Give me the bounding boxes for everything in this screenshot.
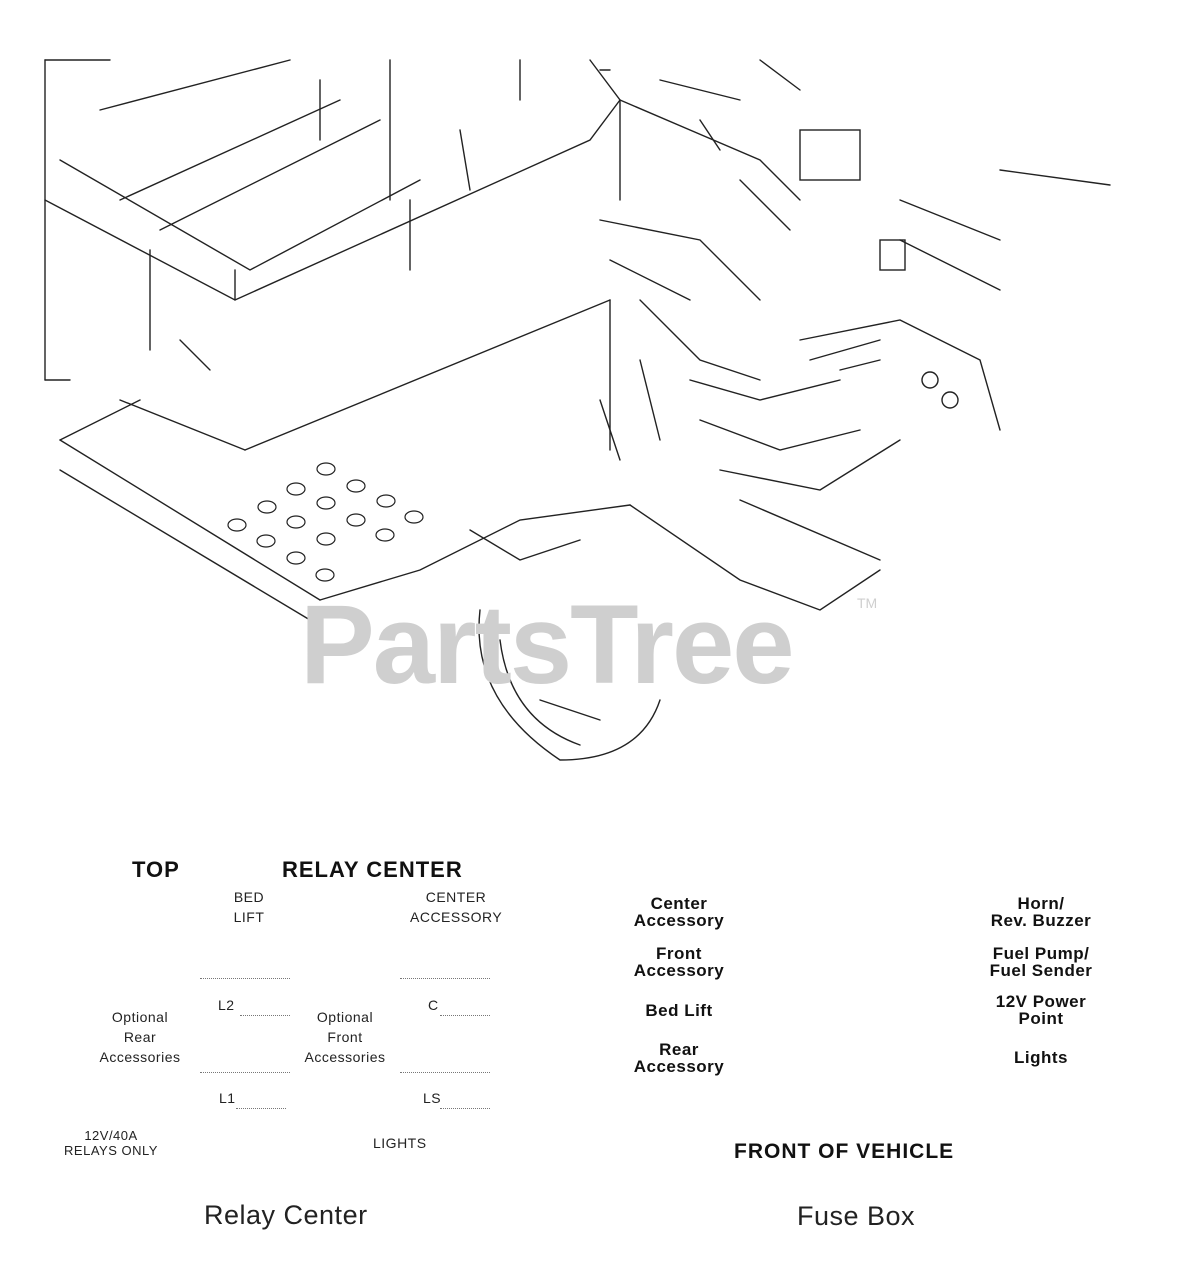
relay-outline (440, 1108, 490, 1109)
optional-rear-accessories-label: Optional Rear Accessories (99, 1009, 181, 1065)
relay-outline (236, 1108, 286, 1109)
relay-outline (400, 1072, 490, 1073)
fuse-horn-rev-buzzer: Horn/ Rev. Buzzer (990, 894, 1092, 930)
fuse-lights: Lights (1014, 1048, 1068, 1067)
fuse-rear-accessory: Rear Accessory (633, 1040, 725, 1076)
relay-l1-label: L1 (219, 1090, 236, 1106)
engine-components-drawing (599, 59, 1111, 561)
floor-holes-drawing (227, 462, 424, 582)
relay-c-label: C (428, 997, 439, 1013)
relay-outline (400, 978, 490, 979)
relay-ls-label: LS (423, 1090, 442, 1106)
front-of-vehicle-label: FRONT OF VEHICLE (734, 1140, 955, 1163)
floor-plate-drawing (59, 299, 881, 621)
relay-center-title: RELAY CENTER (282, 857, 463, 882)
center-accessory-label: CENTER ACCESSORY (410, 889, 503, 925)
fuse-center-accessory: Center Accessory (633, 894, 725, 930)
relay-outline (240, 1015, 290, 1016)
relay-outline (200, 1072, 290, 1073)
cargo-bed-drawing (44, 59, 621, 381)
relay-center-caption: Relay Center (204, 1200, 368, 1230)
fuse-fuel-pump-sender: Fuel Pump/ Fuel Sender (989, 944, 1093, 980)
top-label: TOP (132, 857, 180, 882)
bed-lift-label: BED LIFT (233, 889, 265, 925)
watermark-trademark: TM (857, 595, 878, 611)
watermark-logo: PartsTree (300, 582, 795, 707)
fuse-12v-power-point: 12V Power Point (995, 992, 1087, 1028)
vehicle-frame-drawing (44, 59, 1111, 761)
fuse-bed-lift: Bed Lift (645, 1001, 713, 1020)
wheel-drawing (478, 609, 661, 761)
relay-l2-label: L2 (218, 997, 235, 1013)
relays-note-label: 12V/40A RELAYS ONLY (64, 1128, 158, 1158)
relay-outline (200, 978, 290, 979)
fuse-front-accessory: Front Accessory (633, 944, 725, 980)
relay-outline (440, 1015, 490, 1016)
fuse-box-caption: Fuse Box (797, 1201, 916, 1231)
optional-front-accessories-label: Optional Front Accessories (304, 1009, 386, 1065)
lights-relay-label: LIGHTS (373, 1135, 427, 1151)
